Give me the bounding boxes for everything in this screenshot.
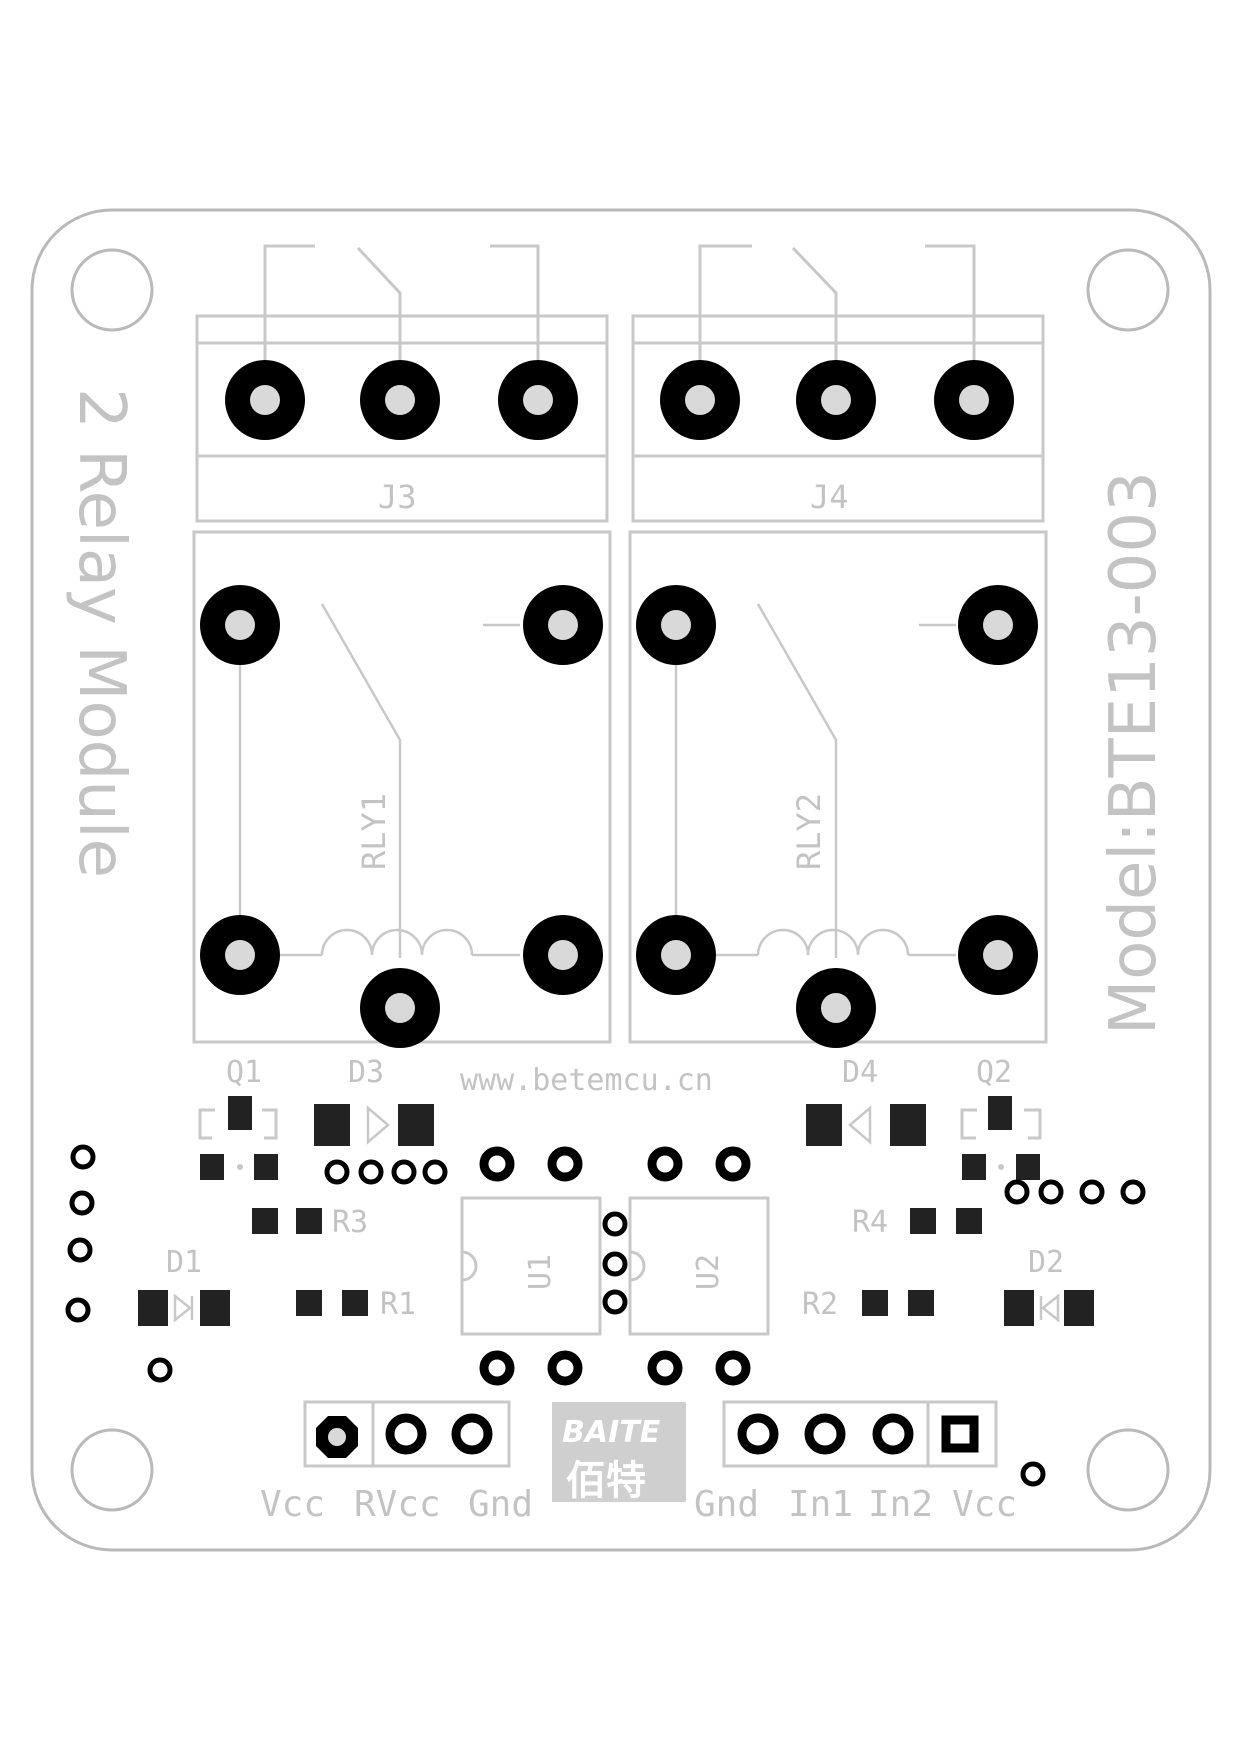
baite-logo: BAITE 佰特 — [552, 1402, 686, 1504]
label-q1: Q1 — [226, 1055, 262, 1090]
led-d2: D2 — [1004, 1245, 1094, 1326]
board-outline — [30, 208, 1212, 1552]
terminal-block-j4: J4 — [631, 244, 1045, 523]
label-j4: J4 — [810, 478, 849, 516]
resistor-r3: R3 — [252, 1205, 368, 1240]
label-r1: R1 — [380, 1287, 416, 1322]
logo-text-bottom: 佰特 — [566, 1458, 646, 1504]
input-pin-label: In2 — [868, 1484, 933, 1525]
transistor-q1: Q1 — [198, 1055, 278, 1180]
resistor-r2: R2 — [802, 1287, 934, 1322]
label-r3: R3 — [332, 1205, 368, 1240]
diode-d4: D4 — [806, 1055, 926, 1146]
label-d2: D2 — [1028, 1245, 1064, 1280]
relay-rly1: RLY1 — [192, 530, 612, 1044]
power-header: Vcc RVcc Gnd — [260, 1400, 533, 1525]
label-d4: D4 — [842, 1055, 878, 1090]
mounting-hole — [70, 1428, 154, 1512]
optocoupler-u1: U1 — [460, 1196, 602, 1336]
resistor-r1: R1 — [296, 1287, 416, 1322]
input-pin-label: Gnd — [694, 1484, 759, 1525]
board-title: 2 Relay Module — [64, 388, 138, 878]
input-header: Gnd In1 In2 Vcc — [694, 1400, 1017, 1525]
relay-pads — [200, 585, 1038, 1048]
terminal-pads — [225, 360, 1014, 440]
mounting-hole — [70, 248, 154, 332]
power-pin-label: Vcc — [260, 1484, 325, 1525]
label-rly2: RLY2 — [790, 793, 828, 870]
optocoupler-u2: U2 — [628, 1196, 770, 1336]
label-rly1: RLY1 — [355, 793, 393, 870]
label-u1: U1 — [523, 1254, 558, 1290]
logo-text-top: BAITE — [562, 1415, 661, 1450]
label-u2: U2 — [691, 1254, 726, 1290]
vias — [65, 1144, 1146, 1487]
label-j3: J3 — [378, 478, 417, 516]
label-r4: R4 — [852, 1205, 888, 1240]
input-pin-label: Vcc — [952, 1484, 1017, 1525]
model-number: Model:BTE13-003 — [1097, 471, 1171, 1035]
led-d1: D1 — [138, 1245, 230, 1326]
resistor-r4: R4 — [852, 1205, 982, 1240]
label-d3: D3 — [348, 1055, 384, 1090]
website-url: www.betemcu.cn — [460, 1063, 713, 1098]
power-pin-label: Gnd — [468, 1484, 533, 1525]
label-d1: D1 — [166, 1245, 202, 1280]
transistor-q2: Q2 — [960, 1055, 1042, 1180]
optocoupler-pads — [479, 1146, 751, 1386]
relay-rly2: RLY2 — [628, 530, 1048, 1044]
diode-d3: D3 — [314, 1055, 434, 1146]
power-pin-label: RVcc — [354, 1484, 441, 1525]
mounting-hole — [1086, 248, 1170, 332]
label-r2: R2 — [802, 1287, 838, 1322]
label-q2: Q2 — [976, 1055, 1012, 1090]
input-pin-label: In1 — [788, 1484, 853, 1525]
mounting-hole — [1086, 1428, 1170, 1512]
